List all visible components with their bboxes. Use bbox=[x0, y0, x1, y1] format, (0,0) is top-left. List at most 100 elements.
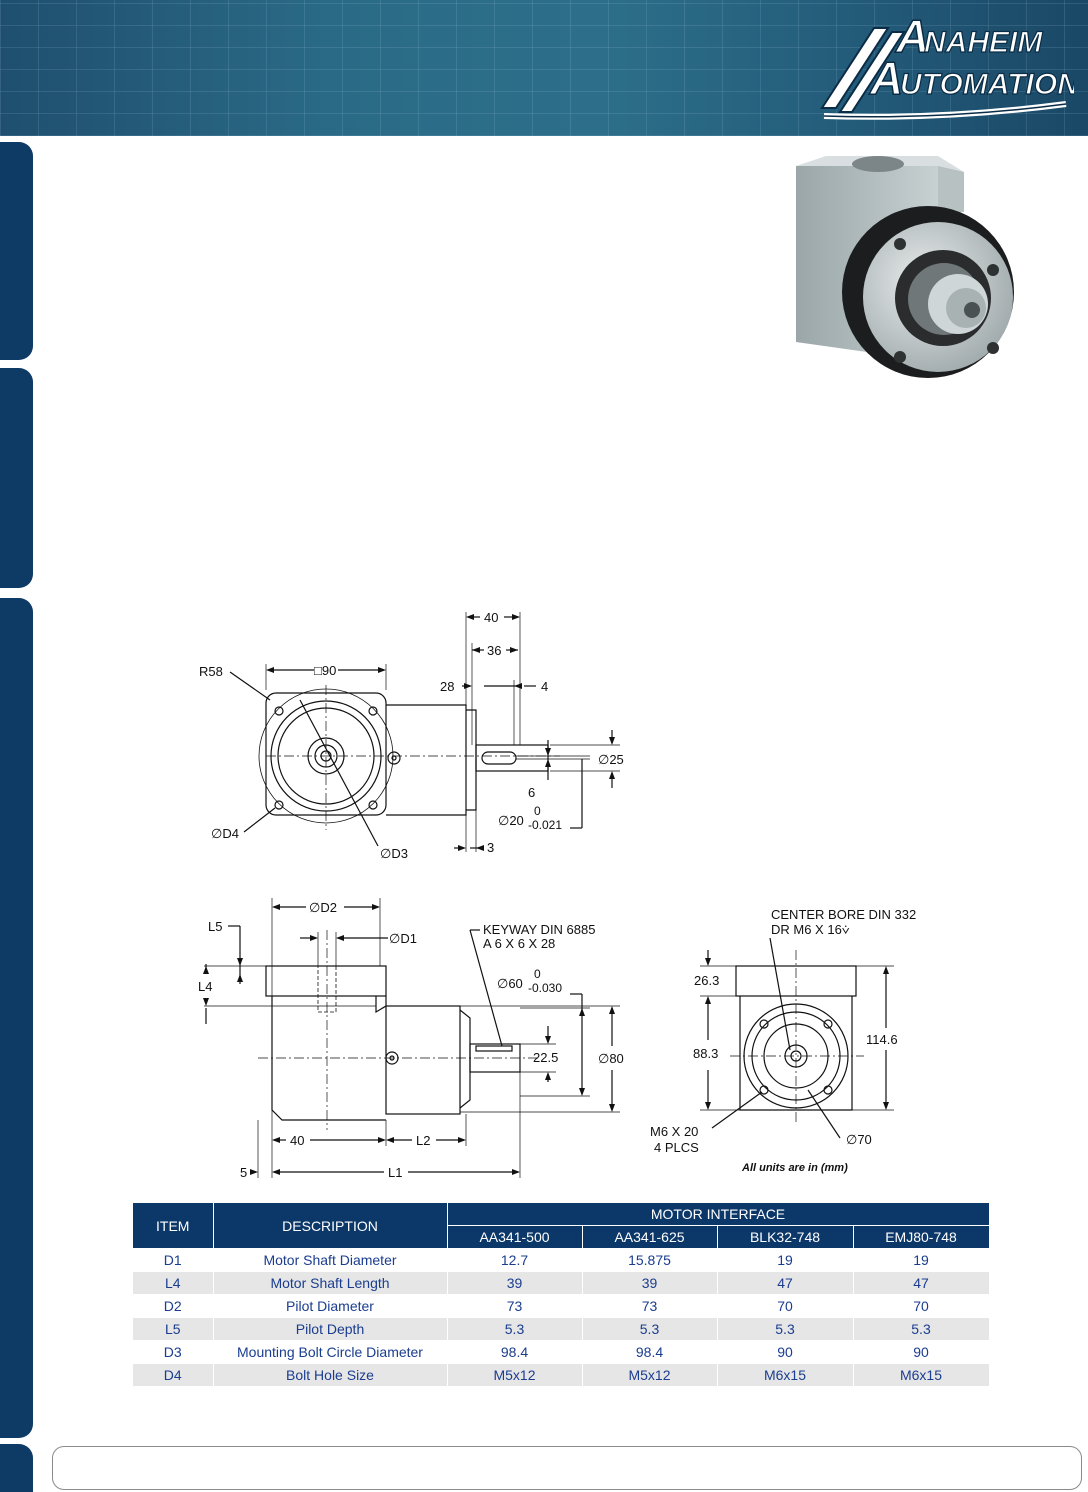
cell-value: 47 bbox=[853, 1271, 990, 1295]
label-dia80: ∅80 bbox=[598, 1051, 624, 1066]
header-model: AA341-500 bbox=[447, 1225, 583, 1249]
label-L1: L1 bbox=[388, 1165, 402, 1180]
cell-value: 90 bbox=[853, 1340, 990, 1364]
cell-value: M5x12 bbox=[447, 1363, 583, 1387]
label-keyway1: KEYWAY DIN 6885 bbox=[483, 922, 595, 937]
cell-value: 98.4 bbox=[447, 1340, 583, 1364]
header-model: EMJ80-748 bbox=[853, 1225, 990, 1249]
cell-description: Motor Shaft Diameter bbox=[213, 1248, 448, 1272]
cell-value: 70 bbox=[853, 1294, 990, 1318]
label-m6-1: M6 X 20 bbox=[650, 1124, 698, 1139]
cell-value: 12.7 bbox=[447, 1248, 583, 1272]
cell-value: 15.875 bbox=[582, 1248, 718, 1272]
label-40-side: 40 bbox=[290, 1133, 304, 1148]
cell-description: Mounting Bolt Circle Diameter bbox=[213, 1340, 448, 1364]
label-dia70: ∅70 bbox=[846, 1132, 872, 1147]
cell-value: M5x12 bbox=[582, 1363, 718, 1387]
logo-line2: UTOMATION bbox=[900, 68, 1074, 101]
label-L2: L2 bbox=[416, 1133, 430, 1148]
header-model: BLK32-748 bbox=[717, 1225, 854, 1249]
label-tol20-top: 0 bbox=[534, 804, 541, 818]
label-22-5: 22.5 bbox=[533, 1050, 558, 1065]
cell-item: D2 bbox=[133, 1294, 214, 1318]
label-dD2: ∅D2 bbox=[309, 900, 337, 915]
cell-value: 73 bbox=[582, 1294, 718, 1318]
table-row: L4 Motor Shaft Length 39 39 47 47 bbox=[133, 1271, 990, 1295]
label-dD3: ∅D3 bbox=[380, 846, 408, 861]
schematic-background bbox=[0, 0, 1088, 136]
anaheim-automation-logo: A NAHEIM A UTOMATION bbox=[820, 9, 1074, 120]
cell-item: D3 bbox=[133, 1340, 214, 1364]
cell-value: 5.3 bbox=[717, 1317, 854, 1341]
gearbox-dimension-drawing: R58 □90 40 36 28 4 ∅25 6 ∅20 0 -0.021 ∅D… bbox=[198, 610, 916, 1180]
side-tab-3[interactable] bbox=[0, 598, 33, 1438]
cell-value: 5.3 bbox=[447, 1317, 583, 1341]
cell-value: 5.3 bbox=[582, 1317, 718, 1341]
label-114-6: 114.6 bbox=[866, 1032, 898, 1047]
cell-value: 70 bbox=[717, 1294, 854, 1318]
footer-box bbox=[52, 1446, 1082, 1490]
label-r58: R58 bbox=[199, 664, 223, 679]
table-row: D4 Bolt Hole Size M5x12 M5x12 M6x15 M6x1… bbox=[133, 1363, 990, 1387]
label-5: 5 bbox=[240, 1165, 247, 1180]
header-motor-interface: MOTOR INTERFACE bbox=[447, 1203, 990, 1226]
cell-item: D4 bbox=[133, 1363, 214, 1387]
header-banner: A NAHEIM A UTOMATION bbox=[0, 0, 1088, 136]
cell-item: D1 bbox=[133, 1248, 214, 1272]
cell-value: 39 bbox=[447, 1271, 583, 1295]
label-bore2: DR M6 X 16⩒ bbox=[771, 922, 850, 937]
footer-tab bbox=[0, 1444, 33, 1492]
label-keyway2: A 6 X 6 X 28 bbox=[483, 936, 555, 951]
cell-value: M6x15 bbox=[717, 1363, 854, 1387]
cell-value: M6x15 bbox=[853, 1363, 990, 1387]
label-dia60: ∅60 bbox=[497, 976, 523, 991]
label-sq90: □90 bbox=[314, 663, 336, 678]
units-note: All units are in (mm) bbox=[742, 1162, 848, 1174]
table-row: D1 Motor Shaft Diameter 12.7 15.875 19 1… bbox=[133, 1248, 990, 1272]
cell-value: 5.3 bbox=[853, 1317, 990, 1341]
label-dD4: ∅D4 bbox=[211, 826, 239, 841]
cell-value: 90 bbox=[717, 1340, 854, 1364]
cell-description: Motor Shaft Length bbox=[213, 1271, 448, 1295]
side-tab-2[interactable] bbox=[0, 368, 33, 588]
header-item: ITEM bbox=[133, 1203, 214, 1249]
label-m6-2: 4 PLCS bbox=[654, 1140, 699, 1155]
cell-description: Pilot Diameter bbox=[213, 1294, 448, 1318]
table-row: D2 Pilot Diameter 73 73 70 70 bbox=[133, 1294, 990, 1318]
cell-value: 98.4 bbox=[582, 1340, 718, 1364]
label-dia20: ∅20 bbox=[498, 813, 524, 828]
header-description: DESCRIPTION bbox=[213, 1203, 448, 1249]
cell-item: L4 bbox=[133, 1271, 214, 1295]
label-L5: L5 bbox=[208, 919, 222, 934]
label-88-3: 88.3 bbox=[693, 1046, 718, 1061]
cell-item: L5 bbox=[133, 1317, 214, 1341]
cell-description: Bolt Hole Size bbox=[213, 1363, 448, 1387]
logo-line1: NAHEIM bbox=[924, 26, 1043, 59]
label-26-3: 26.3 bbox=[694, 973, 719, 988]
label-6: 6 bbox=[528, 785, 535, 800]
label-dD1: ∅D1 bbox=[389, 931, 417, 946]
side-tab-1[interactable] bbox=[0, 142, 33, 360]
label-dia25: ∅25 bbox=[598, 752, 624, 767]
cell-value: 19 bbox=[853, 1248, 990, 1272]
cell-value: 39 bbox=[582, 1271, 718, 1295]
cell-value: 73 bbox=[447, 1294, 583, 1318]
label-tol60-bot: -0.030 bbox=[528, 981, 562, 995]
logo-initial-a1: A bbox=[895, 10, 929, 62]
table-row: L5 Pilot Depth 5.3 5.3 5.3 5.3 bbox=[133, 1317, 990, 1341]
label-tol60-top: 0 bbox=[534, 967, 541, 981]
cell-description: Pilot Depth bbox=[213, 1317, 448, 1341]
label-36: 36 bbox=[487, 643, 501, 658]
table-row: D3 Mounting Bolt Circle Diameter 98.4 98… bbox=[133, 1340, 990, 1364]
cell-value: 47 bbox=[717, 1271, 854, 1295]
label-tol20-bot: -0.021 bbox=[528, 818, 562, 832]
label-3: 3 bbox=[487, 840, 494, 855]
header-model: AA341-625 bbox=[582, 1225, 718, 1249]
gearbox-product-photo bbox=[796, 156, 1014, 378]
cell-value: 19 bbox=[717, 1248, 854, 1272]
label-28: 28 bbox=[440, 679, 454, 694]
label-4: 4 bbox=[541, 679, 548, 694]
label-bore1: CENTER BORE DIN 332 bbox=[771, 907, 916, 922]
motor-interface-table: ITEM DESCRIPTION MOTOR INTERFACE AA341-5… bbox=[133, 1203, 990, 1387]
label-40-top: 40 bbox=[484, 610, 498, 625]
